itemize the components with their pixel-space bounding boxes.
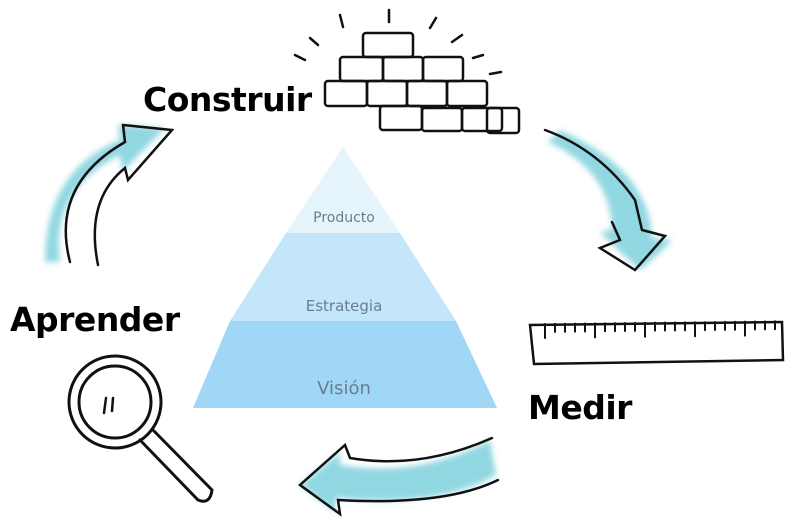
pyramid <box>193 147 497 408</box>
label-aprender: Aprender <box>10 300 180 339</box>
pyramid-label-estrategia: Estrategia <box>305 297 383 315</box>
bricks-icon <box>293 8 521 135</box>
pyramid-level-vision <box>193 321 497 408</box>
cycle-arrow-icon <box>45 123 672 517</box>
pyramid-level-estrategia <box>230 233 456 321</box>
label-medir: Medir <box>528 388 632 427</box>
magnifier-icon <box>67 354 214 503</box>
label-construir: Construir <box>143 80 312 119</box>
pyramid-label-producto: Producto <box>313 210 375 226</box>
pyramid-label-vision: Visión <box>317 378 371 399</box>
ruler-icon <box>528 320 785 366</box>
pyramid-level-producto <box>286 147 400 233</box>
